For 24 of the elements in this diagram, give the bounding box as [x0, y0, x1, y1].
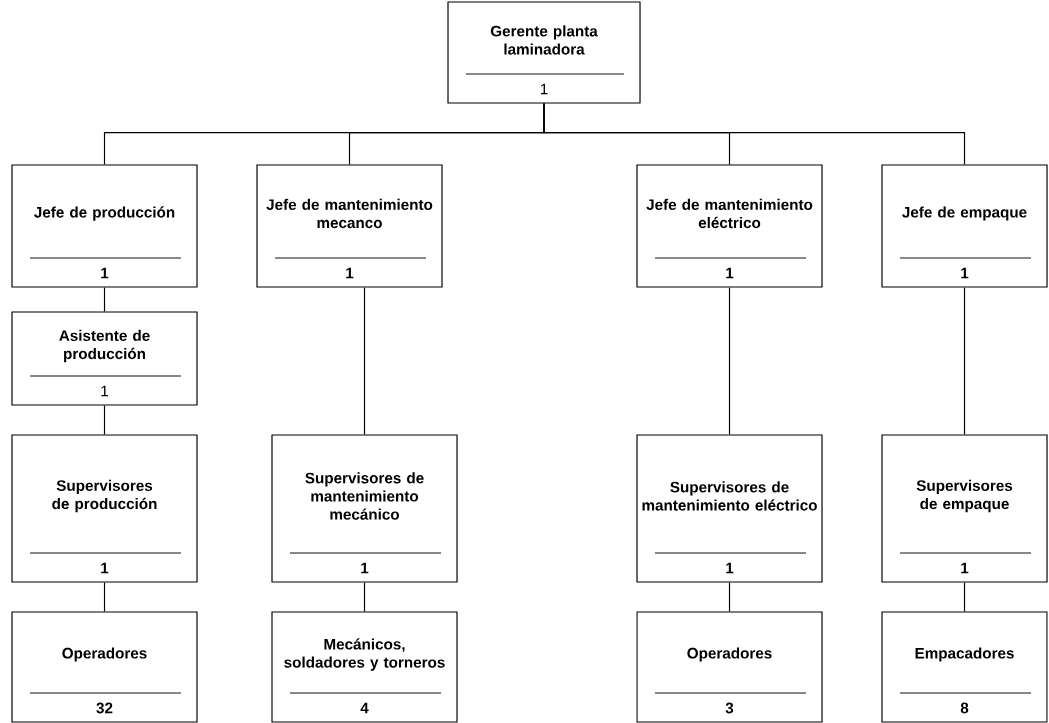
- org-box: Supervisores de empaque 1: [881, 434, 1048, 583]
- org-box: Mecánicos, soldadores y torneros 4: [271, 611, 458, 723]
- connector-line: [963, 287, 966, 435]
- org-box: Operadores 3: [636, 611, 823, 723]
- connector-line: [728, 582, 731, 612]
- connector-line: [103, 582, 106, 612]
- org-box: Asistente de producción 1: [11, 311, 198, 406]
- connector-line: [103, 287, 106, 312]
- org-box: Jefe de mantenimiento mecanco 1: [256, 164, 443, 288]
- org-box: Supervisores de mantenimiento mecánico 1: [271, 434, 458, 583]
- connector-line: [963, 582, 966, 612]
- connector-line: [363, 287, 366, 435]
- connector-line: [543, 103, 966, 165]
- org-box: Operadores 32: [11, 611, 198, 723]
- org-box: Supervisores de mantenimiento eléctrico 1: [636, 434, 823, 583]
- org-box: Gerente planta laminadora 1: [447, 1, 641, 104]
- org-box: Jefe de mantenimiento eléctrico 1: [636, 164, 823, 288]
- org-box: Empacadores 8: [881, 611, 1048, 723]
- connector-line: [728, 287, 731, 435]
- org-box: Jefe de empaque 1: [881, 164, 1048, 288]
- connector-line: [103, 405, 106, 435]
- org-box: Supervisores de producción 1: [11, 434, 198, 583]
- org-box: Jefe de producción 1: [11, 164, 198, 288]
- connector-line: [363, 582, 366, 612]
